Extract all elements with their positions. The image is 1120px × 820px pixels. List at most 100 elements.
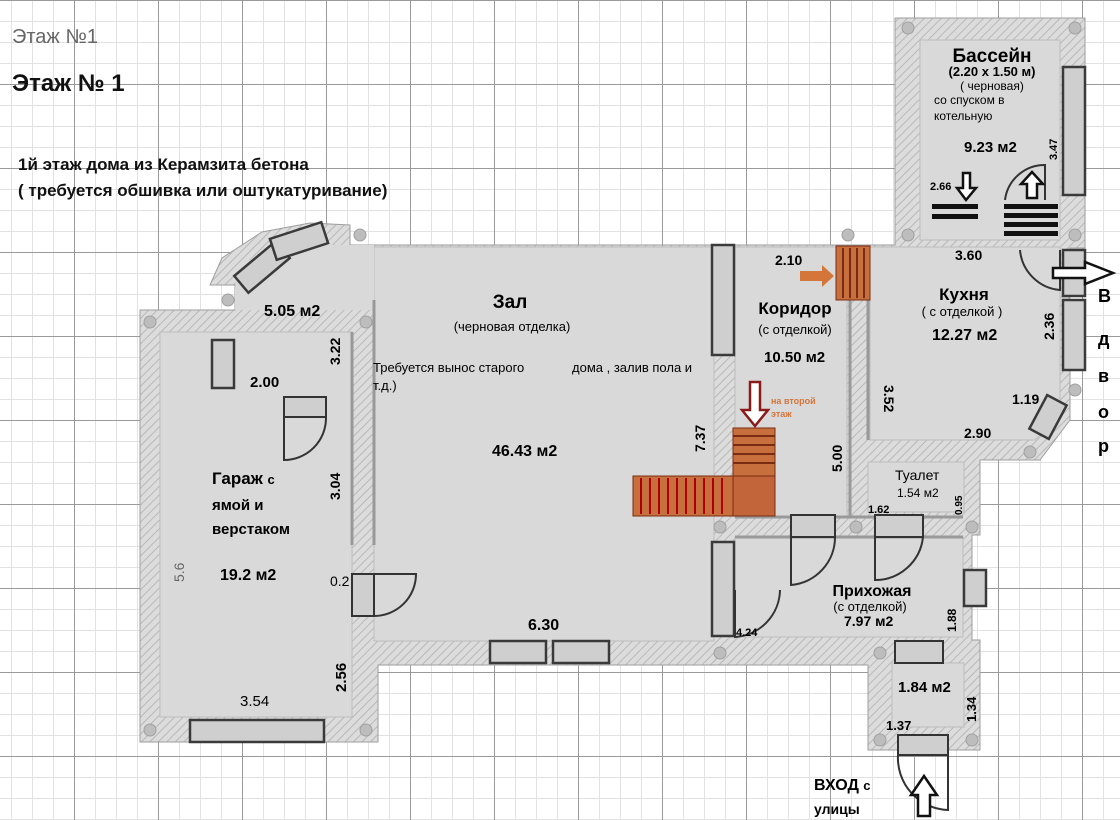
dimension: 2.36 [1041, 313, 1057, 340]
door-swing [790, 536, 837, 587]
bay-area: 5.05 м2 [264, 303, 320, 320]
entry-name: Прихожая [833, 583, 912, 600]
dimension: 5.6 [171, 562, 187, 582]
hall-note: дома , залив пола и [572, 360, 692, 375]
window [710, 243, 736, 357]
yard-label: д [1098, 329, 1110, 349]
hall-floor [373, 246, 715, 642]
exit-labels: В д в о р ВХОД с улицы [814, 286, 1111, 817]
entry-floor [734, 536, 964, 638]
dimensions: 3.47 2.66 3.60 2.10 2.36 3.22 2.00 3.52 … [171, 139, 1060, 733]
dimension: 3.54 [240, 693, 269, 710]
kitchen-name: Кухня [939, 285, 989, 304]
window [488, 639, 548, 665]
dimension: 1.88 [945, 608, 959, 632]
hall-note: Требуется вынос старого [373, 360, 524, 375]
dimension: 3.22 [327, 338, 343, 365]
dimension: 0.2 [330, 573, 350, 589]
entry-finish: (с отделкой) [833, 599, 907, 614]
stairs-note: этаж [771, 409, 792, 419]
kitchen-finish: ( с отделкой ) [922, 304, 1003, 319]
arrow-up-icon [908, 773, 940, 818]
pool-size: (2.20 х 1.50 м) [949, 64, 1036, 79]
stairs-note: на второй [771, 396, 816, 406]
window [268, 220, 330, 262]
pool-name: Бассейн [952, 46, 1031, 67]
pool-note: ( черновая) [960, 79, 1024, 93]
hall-note: т.д.) [373, 378, 397, 393]
yard-label: р [1098, 436, 1109, 456]
room-labels: Бассейн (2.20 х 1.50 м) ( черновая) со с… [212, 46, 1035, 696]
dimension: 1.37 [886, 718, 911, 733]
arrow-right-icon [1051, 260, 1117, 286]
dimension: 0.95 [954, 495, 965, 515]
dimension: 2.90 [964, 425, 991, 441]
corridor-finish: (с отделкой) [758, 322, 832, 337]
description-line-1: 1й этаж дома из Керамзита бетона [18, 155, 309, 174]
dimension: 2.56 [333, 663, 350, 692]
garage-name: ямой и [212, 497, 263, 514]
window [962, 568, 988, 608]
window [1027, 393, 1069, 441]
vestibule-floor [891, 662, 965, 728]
door-swing [1019, 249, 1061, 292]
toilet-area: 1.54 м2 [897, 486, 939, 500]
dimension: 1.34 [964, 696, 979, 722]
window [1061, 298, 1087, 372]
wall-markers [143, 21, 1082, 747]
stairs-lower-flight [632, 475, 734, 517]
arrow-down-icon [739, 380, 771, 428]
arrow-right-icon [800, 265, 834, 287]
door-swing [1004, 163, 1046, 201]
window [188, 718, 326, 744]
yard-label: в [1098, 366, 1109, 386]
door-swing [373, 573, 418, 617]
vestibule-area: 1.84 м2 [898, 679, 951, 696]
window [551, 639, 611, 665]
stairs-landing [732, 475, 776, 517]
dimension: 2.10 [775, 252, 802, 268]
pool-steps [932, 204, 978, 209]
stairs [632, 204, 1058, 517]
garage-area: 19.2 м2 [220, 567, 276, 584]
floor-description: 1й этаж дома из Керамзита бетона ( требу… [18, 152, 387, 204]
dimension: 7.37 [692, 425, 708, 452]
kitchen-area: 12.27 м2 [932, 327, 997, 344]
dimension: 5.00 [829, 445, 845, 472]
dimension: 1.19 [1012, 391, 1039, 407]
yard-label: В [1098, 286, 1111, 306]
garage-name: верстаком [212, 521, 290, 538]
arrows [739, 170, 1117, 818]
dimension: 2.00 [250, 374, 279, 391]
window [710, 540, 736, 638]
dimension: 6.30 [528, 617, 559, 634]
room-floors [159, 39, 1061, 728]
pool-area: 9.23 м2 [964, 139, 1017, 156]
dimension: 3.52 [881, 385, 897, 412]
dimension: 3.60 [955, 247, 982, 263]
door-leaf [897, 734, 949, 756]
pool-note: котельную [934, 109, 992, 123]
yard-label: о [1098, 402, 1109, 422]
dimension: 1.62 [868, 504, 889, 516]
window [210, 338, 236, 390]
window [1061, 65, 1087, 197]
door-swing [734, 589, 781, 639]
arrow-up-icon [1018, 170, 1046, 200]
dimension: 4.24 [736, 627, 758, 639]
door-swing [874, 536, 924, 582]
door-leaf [874, 514, 924, 538]
hall-area: 46.43 м2 [492, 443, 557, 460]
dimension: 3.04 [327, 473, 343, 500]
windows [188, 65, 1087, 744]
door-leaf [351, 573, 375, 617]
entry-area: 7.97 м2 [844, 613, 893, 629]
corridor-name: Коридор [758, 299, 831, 318]
dimension: 2.66 [930, 181, 951, 193]
hall-name: Зал [493, 292, 528, 313]
entrance-label: улицы [814, 801, 860, 817]
floor-title-small: Этаж №1 [12, 26, 98, 48]
toilet-floor [867, 461, 965, 513]
door-leaf [283, 396, 327, 418]
